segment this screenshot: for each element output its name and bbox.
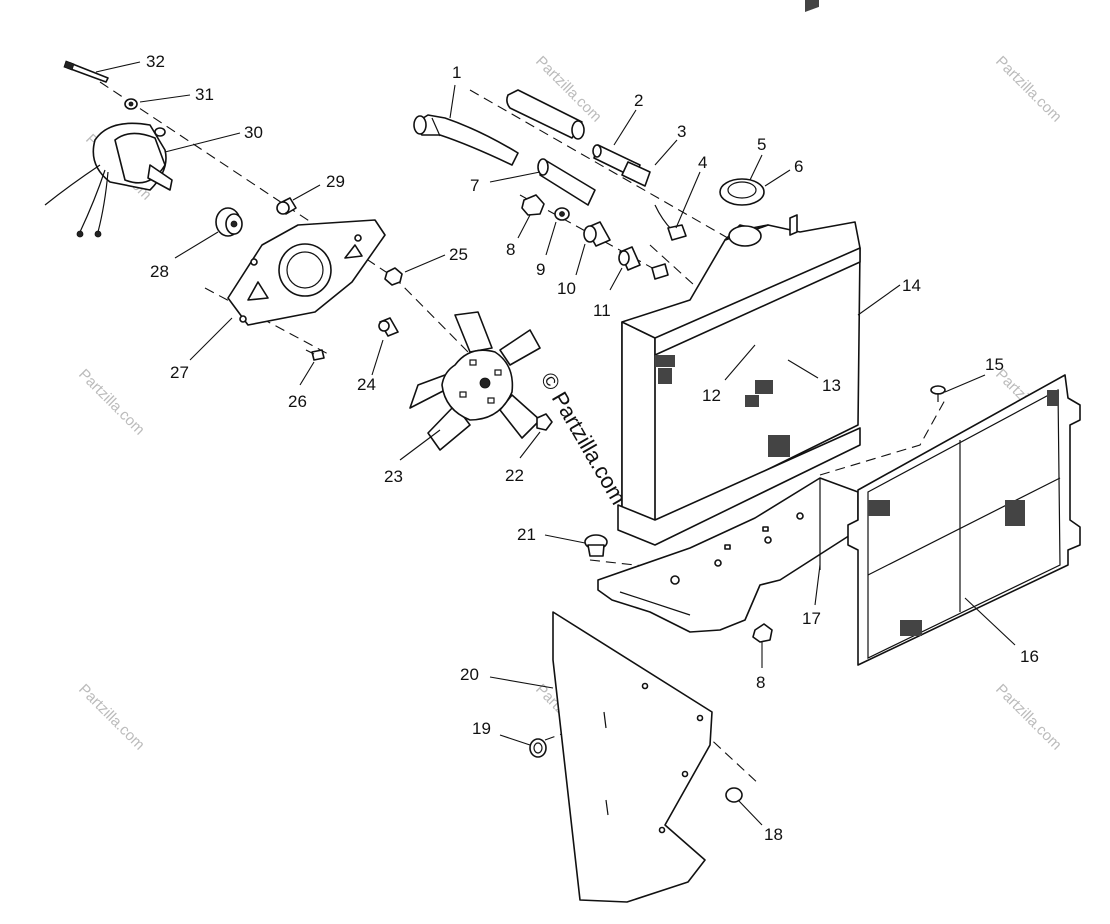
part-27-mounting-plate	[227, 219, 386, 326]
radiator-fins	[655, 0, 819, 457]
callout-7: 7	[470, 176, 479, 195]
watermark-center: © Partzilla.com	[536, 368, 632, 509]
part-1-hose	[413, 114, 519, 166]
part-25-nut	[384, 267, 403, 286]
callout-26: 26	[288, 392, 307, 411]
part-23-fan-blade	[409, 311, 541, 451]
callout-9: 9	[536, 260, 545, 279]
callout-25: 25	[449, 245, 468, 264]
part-26-screw	[305, 349, 325, 361]
part-21-grommet	[584, 534, 608, 557]
callout-16: 16	[1020, 647, 1039, 666]
part-8-nut	[521, 194, 545, 216]
watermark: Partzilla.com	[75, 681, 148, 754]
callout-10: 10	[557, 279, 576, 298]
leader-lines	[95, 61, 1016, 826]
part-11-spacer	[618, 246, 641, 271]
callout-18: 18	[764, 825, 783, 844]
callout-6: 6	[794, 157, 803, 176]
part-19-washer	[529, 738, 547, 758]
callout-24: 24	[357, 375, 376, 394]
part-22-nut	[536, 413, 553, 431]
callout-8: 8	[506, 240, 515, 259]
callout-32: 32	[146, 52, 165, 71]
part-20-side-panel	[552, 611, 713, 903]
watermark: Partzilla.com	[992, 681, 1065, 754]
callout-29: 29	[326, 172, 345, 191]
watermark: Partzilla.com	[75, 366, 148, 439]
callout-2: 2	[634, 91, 643, 110]
callout-28: 28	[150, 262, 169, 281]
callout-20: 20	[460, 665, 479, 684]
part-17-tray	[597, 477, 859, 633]
part-7-hose	[537, 158, 596, 206]
part-28-grommet	[215, 207, 243, 237]
callout-14: 14	[902, 276, 921, 295]
part-16-screen	[847, 374, 1081, 666]
part-8-nut-lower	[752, 623, 773, 643]
part-14-radiator	[617, 0, 861, 546]
part-31-washer	[124, 98, 138, 110]
callout-1: 1	[452, 63, 461, 82]
callout-15: 15	[985, 355, 1004, 374]
callout-8-lower: 8	[756, 673, 765, 692]
callout-17: 17	[802, 609, 821, 628]
part-10-bushing	[583, 221, 611, 247]
part-32-bolt	[63, 60, 109, 83]
part-29-spacer	[276, 197, 297, 215]
part-5-radiator-cap	[719, 178, 765, 206]
callout-23: 23	[384, 467, 403, 486]
callout-30: 30	[244, 123, 263, 142]
callout-11: 11	[593, 301, 611, 320]
part-30-fan-motor	[44, 122, 173, 238]
part-9-washer	[554, 207, 570, 221]
part-4-fitting	[654, 204, 687, 241]
callout-13: 13	[822, 376, 841, 395]
callout-19: 19	[472, 719, 491, 738]
callout-21: 21	[517, 525, 536, 544]
callout-5: 5	[757, 135, 766, 154]
part-15-screw	[930, 385, 946, 402]
callout-4: 4	[698, 153, 707, 172]
part-3-clamp	[621, 161, 651, 187]
callout-3: 3	[677, 122, 686, 141]
callout-22: 22	[505, 466, 524, 485]
part-18-rivet	[725, 787, 743, 803]
watermark: Partzilla.com	[992, 53, 1065, 126]
callout-27: 27	[170, 363, 189, 382]
callout-labels: 32 31 30 29 28 25 27 26 24 23 22 1 2 3 4…	[146, 52, 1039, 844]
part-24-spacer	[378, 317, 399, 337]
callout-31: 31	[195, 85, 214, 104]
callout-12: 12	[702, 386, 721, 405]
